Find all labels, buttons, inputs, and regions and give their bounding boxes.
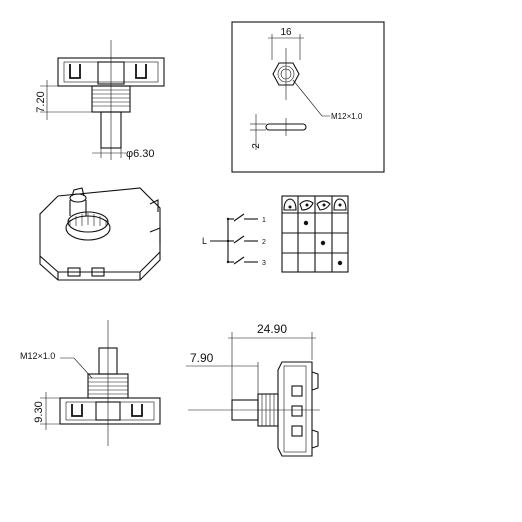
isometric-view (39, 187, 161, 281)
dim-2-label: 2 (251, 143, 262, 149)
dim-9-30-label: 9.30 (33, 401, 45, 422)
dim-7-90-label: 7.90 (190, 351, 214, 365)
dim-phi-6-30-label: φ6.30 (126, 148, 155, 160)
contact-dot (337, 260, 343, 266)
output-1-label: 1 (262, 217, 266, 224)
nut-detail-view: 16 M12×1.0 2 (231, 21, 385, 173)
knob-position-icon (316, 200, 331, 211)
dim-24-90-label: 24.90 (257, 322, 287, 336)
side-view: 24.90 7.90 (186, 322, 320, 457)
knob-position-icon (333, 198, 347, 211)
front-view: M12×1.0 9.30 (20, 320, 161, 446)
switch-circuit: L 1 2 3 (202, 213, 266, 267)
position-truth-table (281, 195, 349, 273)
top-view: 7.20 φ6.30 (35, 40, 165, 160)
dim-7-20-label: 7.20 (35, 91, 47, 112)
contact-dot (320, 240, 326, 246)
dim-16-label: 16 (280, 27, 292, 38)
contact-dot (303, 220, 309, 226)
knob-position-icon (299, 200, 314, 211)
output-3-label: 3 (262, 260, 266, 267)
knob-position-icon (283, 198, 297, 211)
detail-thread-label: M12×1.0 (331, 112, 363, 121)
front-thread-label: M12×1.0 (20, 351, 55, 361)
output-2-label: 2 (262, 239, 266, 246)
common-terminal-label: L (202, 236, 207, 246)
